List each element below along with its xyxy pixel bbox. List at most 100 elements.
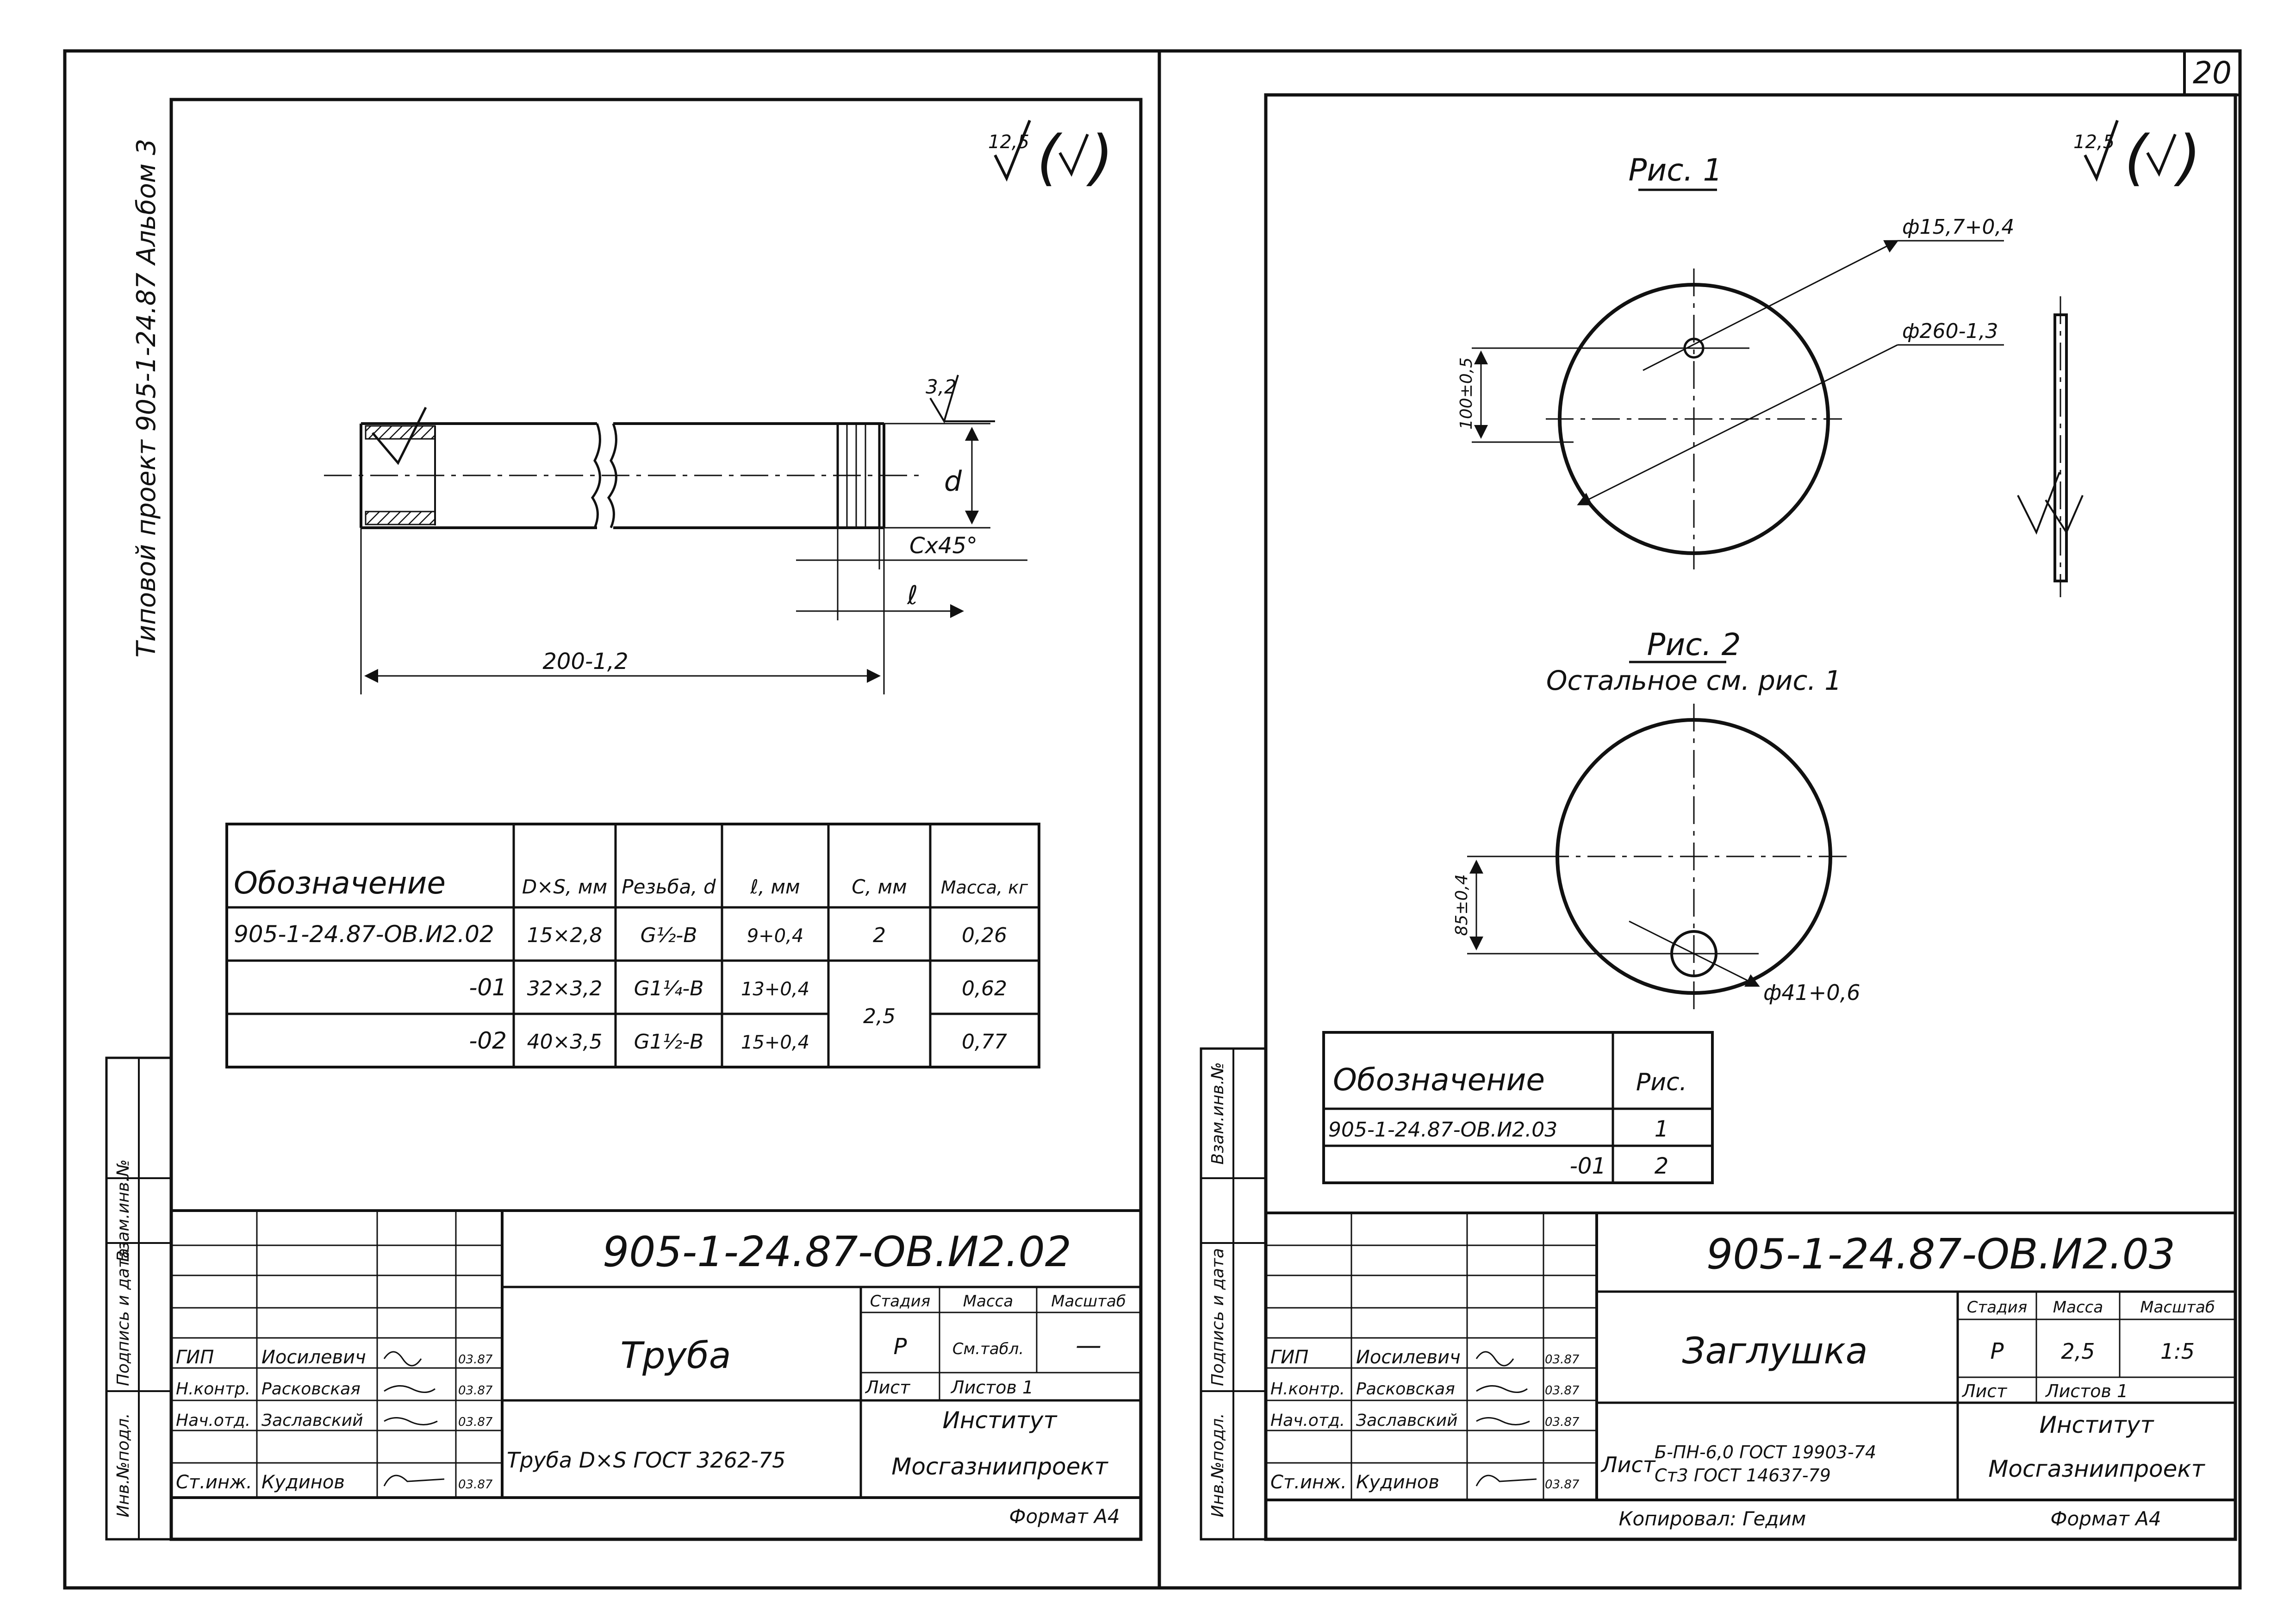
dim-l: ℓ xyxy=(907,581,918,611)
fig1-label: Рис. 1 xyxy=(1629,152,1723,188)
svg-text:905-1-24.87-ОВ.И2.02: 905-1-24.87-ОВ.И2.02 xyxy=(234,921,494,948)
dim-length: 200-1,2 xyxy=(542,649,628,675)
svg-text:905-1-24.87-ОВ.И2.03: 905-1-24.87-ОВ.И2.03 xyxy=(1328,1118,1557,1142)
svg-text:Заславский: Заславский xyxy=(261,1411,363,1430)
svg-text:Ст.инж.: Ст.инж. xyxy=(1270,1472,1347,1493)
svg-text:Листов 1: Листов 1 xyxy=(2045,1381,2128,1401)
svg-text:Масса: Масса xyxy=(2053,1298,2103,1317)
svg-text:Н.контр.: Н.контр. xyxy=(176,1380,250,1399)
svg-text:32×3,2: 32×3,2 xyxy=(527,977,603,1000)
dim-hole: ф15,7+0,4 xyxy=(1902,215,2014,239)
left-side-stamp: Инв.№подл. Подпись и дата Взам.инв.№ xyxy=(105,1056,173,1541)
svg-text:Кудинов: Кудинов xyxy=(1356,1472,1439,1493)
fig2-disk: ф41+0,6 85±0,4 xyxy=(1452,704,1860,1009)
svg-text:Инв.№подл.: Инв.№подл. xyxy=(114,1413,133,1517)
svg-text:2,5: 2,5 xyxy=(863,1005,896,1028)
svg-text:Нач.отд.: Нач.отд. xyxy=(176,1411,250,1430)
svg-text:G1¼-В: G1¼-В xyxy=(634,977,704,1000)
svg-text:-01: -01 xyxy=(469,974,507,1001)
svg-text:03.87: 03.87 xyxy=(458,1478,493,1492)
svg-text:Обозначение: Обозначение xyxy=(234,865,446,901)
svg-text:Ст.инж.: Ст.инж. xyxy=(176,1472,252,1493)
svg-text:2: 2 xyxy=(1655,1153,1669,1179)
left-format: Формат А4 xyxy=(1009,1505,1120,1528)
svg-text:ГИП: ГИП xyxy=(1270,1347,1308,1368)
svg-text:03.87: 03.87 xyxy=(1545,1353,1580,1367)
fig2-note: Остальное см. рис. 1 xyxy=(1546,665,1842,696)
left-spec-table: Обозначение D×S, мм Резьба, d ℓ, мм С, м… xyxy=(225,823,1040,1068)
svg-text:D×S, мм: D×S, мм xyxy=(522,875,607,898)
svg-text:Р: Р xyxy=(894,1334,907,1360)
svg-text:15×2,8: 15×2,8 xyxy=(527,924,603,947)
svg-text:0,77: 0,77 xyxy=(962,1030,1007,1054)
left-drawing-code: 905-1-24.87-ОВ.И2.02 xyxy=(603,1228,1071,1276)
svg-text:Подпись и дата: Подпись и дата xyxy=(1208,1248,1227,1386)
svg-text:(: ( xyxy=(1037,122,1063,193)
dim-offset2: 85±0,4 xyxy=(1452,874,1471,936)
fig2-label: Рис. 2 xyxy=(1647,627,1741,662)
dim-d: d xyxy=(944,465,962,498)
sheet-number-box xyxy=(2183,50,2241,96)
svg-text:-01: -01 xyxy=(1570,1153,1606,1179)
svg-text:Лист: Лист xyxy=(1600,1452,1656,1477)
right-copier: Копировал: Гедим xyxy=(1619,1507,1806,1530)
svg-text:Расковская: Расковская xyxy=(261,1380,361,1399)
svg-text:03.87: 03.87 xyxy=(1545,1384,1580,1398)
svg-text:): ) xyxy=(1086,122,1114,193)
svg-text:Кудинов: Кудинов xyxy=(261,1472,345,1493)
right-roughness-symbol: 12,5 ( ) xyxy=(2073,119,2201,193)
svg-text:ℓ, мм: ℓ, мм xyxy=(750,875,800,898)
svg-text:Масштаб: Масштаб xyxy=(1051,1292,1126,1311)
svg-text:Иосилевич: Иосилевич xyxy=(1356,1347,1461,1368)
svg-text:03.87: 03.87 xyxy=(1545,1478,1580,1492)
svg-text:1:5: 1:5 xyxy=(2160,1339,2195,1364)
left-inner-frame xyxy=(169,98,1143,1541)
svg-text:2: 2 xyxy=(873,924,886,947)
svg-text:Институт: Институт xyxy=(2039,1412,2154,1438)
svg-text:Лист: Лист xyxy=(1961,1381,2008,1401)
svg-text:G1½-В: G1½-В xyxy=(634,1030,704,1054)
dim-hole2: ф41+0,6 xyxy=(1763,980,1860,1005)
right-side-stamp: Инв.№подл. Подпись и дата Взам.инв.№ xyxy=(1200,1047,1267,1541)
right-spec-table: Обозначение Рис. 905-1-24.87-ОВ.И2.03 1 … xyxy=(1322,1031,1714,1184)
svg-text:9+0,4: 9+0,4 xyxy=(747,925,804,947)
svg-text:G½-В: G½-В xyxy=(641,924,697,947)
dim-diameter: ф260-1,3 xyxy=(1902,319,1998,343)
svg-text:Нач.отд.: Нач.отд. xyxy=(1270,1411,1345,1430)
svg-text:Расковская: Расковская xyxy=(1356,1380,1455,1399)
svg-text:Ст3 ГОСТ 14637-79: Ст3 ГОСТ 14637-79 xyxy=(1655,1465,1831,1486)
fig1-disk: ф15,7+0,4 ф260-1,3 100±0,5 xyxy=(1457,215,2084,597)
svg-text:2,5: 2,5 xyxy=(2061,1339,2095,1364)
svg-text:03.87: 03.87 xyxy=(458,1415,493,1429)
left-material: Труба D×S ГОСТ 3262-75 xyxy=(507,1448,785,1473)
left-title-block: 905-1-24.87-ОВ.И2.02 Труба Труба D×S ГОС… xyxy=(170,1209,1142,1528)
roughness-symbol-general: 12,5 ( ) xyxy=(988,119,1114,193)
svg-text:Обозначение: Обозначение xyxy=(1333,1062,1545,1098)
svg-text:1: 1 xyxy=(1655,1116,1669,1142)
svg-text:Стадия: Стадия xyxy=(1967,1298,2027,1317)
svg-text:Инв.№подл.: Инв.№подл. xyxy=(1208,1413,1227,1517)
right-part-name: Заглушка xyxy=(1682,1330,1867,1372)
svg-text:0,62: 0,62 xyxy=(962,977,1007,1000)
pipe-drawing: 3,2 d Сх45° ℓ 200-1,2 xyxy=(324,375,1027,694)
dim-offset: 100±0,5 xyxy=(1457,357,1476,430)
svg-text:Стадия: Стадия xyxy=(870,1292,930,1311)
svg-text:Рис.: Рис. xyxy=(1636,1068,1687,1096)
svg-text:Взам.инв.№: Взам.инв.№ xyxy=(114,1159,133,1262)
svg-text:15+0,4: 15+0,4 xyxy=(741,1032,809,1053)
svg-text:Институт: Институт xyxy=(942,1407,1058,1434)
outer-frame xyxy=(63,49,2242,1590)
right-title-block: 905-1-24.87-ОВ.И2.03 Заглушка Лист Б-ПН-… xyxy=(1264,1212,2237,1530)
svg-text:Мосгазниипроект: Мосгазниипроект xyxy=(891,1453,1108,1480)
svg-text:См.табл.: См.табл. xyxy=(952,1340,1024,1358)
svg-text:Мосгазниипроект: Мосгазниипроект xyxy=(1988,1455,2205,1482)
right-format: Формат А4 xyxy=(2050,1507,2161,1530)
roughness-local: 3,2 xyxy=(926,375,957,398)
svg-text:-02: -02 xyxy=(469,1027,507,1054)
svg-text:С, мм: С, мм xyxy=(852,875,907,898)
svg-text:Иосилевич: Иосилевич xyxy=(261,1347,366,1368)
svg-text:Взам.инв.№: Взам.инв.№ xyxy=(1208,1062,1227,1165)
svg-text:Р: Р xyxy=(1991,1338,2004,1364)
svg-text:13+0,4: 13+0,4 xyxy=(741,979,809,1000)
